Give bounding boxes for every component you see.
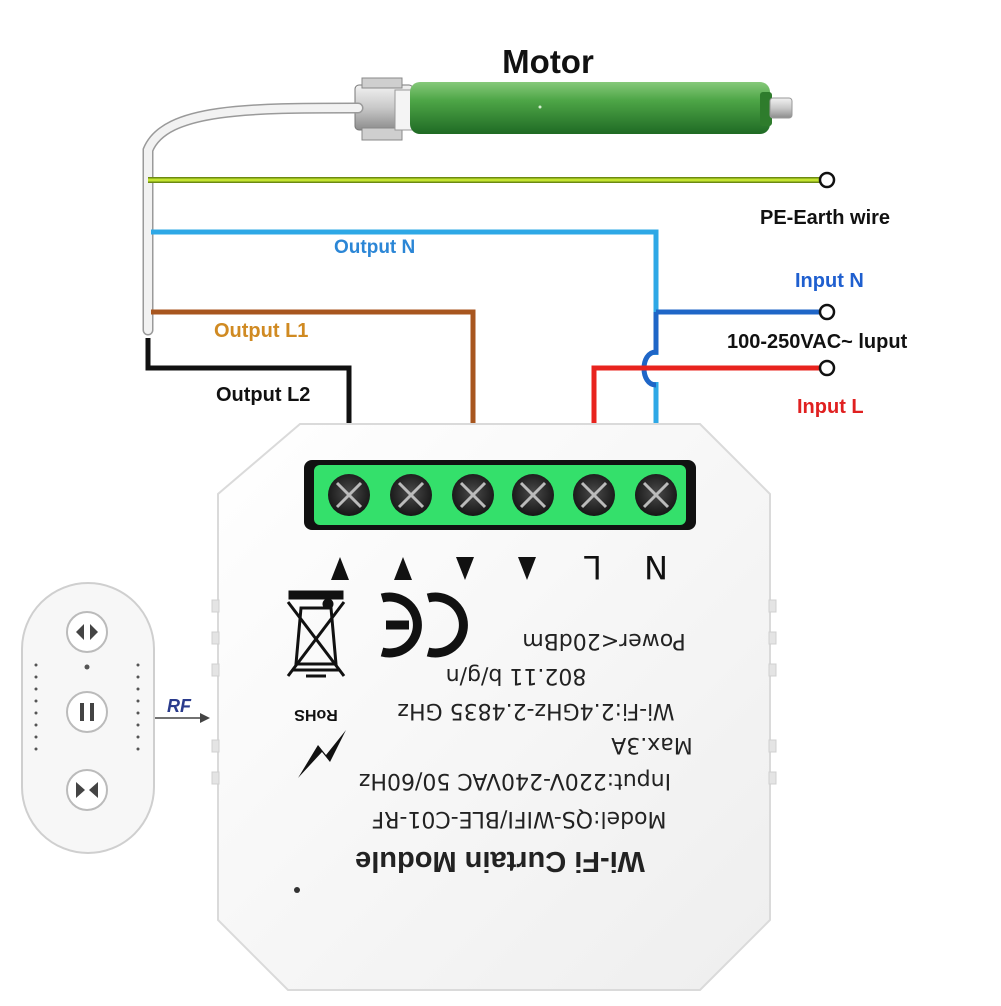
terminal-screw — [390, 474, 432, 516]
remote-pause-button[interactable] — [66, 691, 108, 733]
module-title: Wi-Fi Curtain Module — [355, 845, 645, 877]
rohs-label: RoHS — [294, 706, 338, 723]
terminal-markings — [331, 557, 536, 580]
output-l2-label: Output L2 — [216, 384, 310, 406]
input-voltage-label: 100-250VAC~ luput — [727, 331, 908, 353]
earth-terminal-circle — [818, 171, 836, 189]
rf-label: RF — [167, 696, 192, 716]
weee-bin-icon — [286, 590, 346, 678]
output-n-label: Output N — [334, 237, 415, 258]
spec-model: Model:QS-WIFI/BLE-C01-RF — [371, 806, 666, 831]
output-l1-label: Output L1 — [214, 320, 308, 342]
spec-input: Input:220V-240VAC 50/60Hz — [359, 768, 671, 793]
motor — [354, 77, 793, 141]
rohs-mark: RoHS — [294, 706, 346, 778]
open-arrows-icon — [76, 624, 98, 640]
terminal-screw — [328, 474, 370, 516]
input-n-terminal-circle — [818, 303, 836, 321]
input-n-label: Input N — [795, 270, 864, 292]
terminal-screw — [635, 474, 677, 516]
spec-max-current: Max.3A — [611, 732, 693, 757]
output-arrow-up-icon — [331, 557, 349, 580]
rf-remote — [21, 582, 155, 854]
output-arrow-up-icon — [394, 557, 412, 580]
spec-power: Power<20dBm — [522, 628, 685, 653]
terminal-block — [304, 460, 696, 530]
rf-signal: RF — [152, 696, 210, 723]
curtain-module — [211, 423, 777, 991]
pause-icon — [80, 703, 84, 721]
spec-wifi-standard: 802.11 b/g/n — [446, 663, 587, 688]
motor-label: Motor — [502, 43, 594, 80]
module-spec-text: Power<20dBm 802.11 b/g/n Wi-Fi:2.4GHz-2.… — [355, 628, 693, 877]
terminal-screw — [573, 474, 615, 516]
close-arrows-icon — [76, 782, 98, 798]
output-l1-wire — [151, 309, 476, 460]
terminal-n-label: N — [644, 548, 668, 586]
output-arrow-down-icon — [518, 557, 536, 580]
ce-mark-icon — [380, 592, 468, 658]
input-l-terminal-circle — [818, 359, 836, 377]
terminal-l-label: L — [584, 548, 602, 586]
output-l2-wire — [145, 338, 352, 460]
input-l-label: Input L — [797, 396, 864, 418]
terminal-screw — [512, 474, 554, 516]
spec-wifi-frequency: Wi-Fi:2.4GHz-2.4835 GHz — [397, 698, 674, 723]
pe-earth-label: PE-Earth wire — [760, 207, 890, 229]
remote-open-button[interactable] — [66, 611, 108, 653]
motor-cable — [142, 102, 364, 336]
terminal-screw — [452, 474, 494, 516]
output-arrow-down-icon — [456, 557, 474, 580]
remote-close-button[interactable] — [66, 769, 108, 811]
rf-arrow-icon — [200, 713, 210, 723]
